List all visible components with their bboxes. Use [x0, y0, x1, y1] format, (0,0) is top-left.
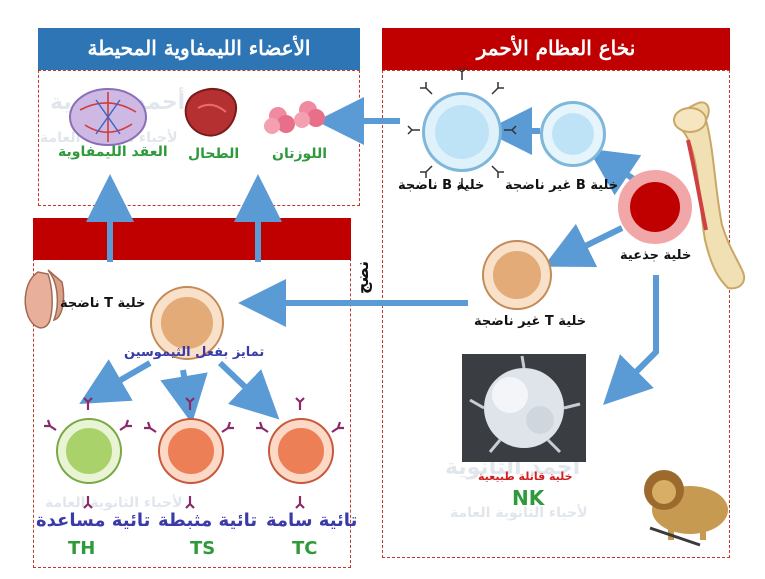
helper-t-cell — [58, 420, 120, 482]
suppressor-t-abbr: TS — [190, 538, 216, 559]
nk-abbr: NK — [512, 486, 545, 510]
peripheral-organs-header: الأعضاء الليمفاوية المحيطة — [38, 28, 360, 70]
nk-label: خلية قاتلة طبيعية — [478, 470, 573, 483]
bone-icon — [673, 101, 746, 290]
arrow-to-ts — [160, 369, 208, 424]
immature-b-label: خلية B غير ناضجة — [505, 178, 619, 193]
thymus-header-bar — [33, 218, 351, 260]
lymph-nodes-icon — [69, 88, 147, 146]
helper-t-label: تائية مساعدة — [36, 510, 151, 531]
nk-cell-image — [462, 354, 586, 462]
mature-t-cell — [152, 288, 222, 358]
arrow-stem-to-t — [543, 223, 624, 267]
cytotoxic-t-label: تائية سامة — [266, 510, 358, 531]
suppressor-t-label: تائية مثبطة — [158, 510, 258, 531]
cytotoxic-t-cell — [270, 420, 332, 482]
b-cell-receptors — [407, 67, 517, 191]
t-cell-receptors — [44, 397, 344, 509]
immature-t-label: خلية T غير ناضجة — [474, 314, 587, 329]
lion-icon — [644, 470, 728, 547]
spleen-icon — [184, 87, 238, 137]
cytotoxic-t-abbr: TC — [292, 538, 318, 559]
tonsils-label: اللوزتان — [272, 146, 328, 162]
suppressor-t-cell — [160, 420, 222, 482]
thymus-icon — [24, 269, 65, 329]
tonsils-icon — [264, 101, 325, 134]
thymosin-label: تمايز بفعل الثيموسين — [124, 345, 265, 360]
stem-cell-label: خلية جذعية — [620, 248, 692, 263]
mature-b-cell — [422, 92, 502, 172]
bone-marrow-header: نخاع العظام الأحمر — [382, 28, 730, 70]
spleen-label: الطحال — [188, 146, 240, 162]
mature-b-label: خلية B ناضجة — [398, 178, 485, 193]
maturation-label: نضج — [353, 260, 373, 295]
bone-marrow-panel — [382, 70, 730, 558]
arrow-stem-to-nk — [603, 275, 659, 405]
immature-b-cell — [540, 101, 606, 167]
stem-cell — [618, 170, 692, 244]
mature-t-label: خلية T ناضجة — [60, 296, 146, 311]
immature-t-cell — [484, 242, 550, 308]
lymph-nodes-label: العقد الليمفاوية — [58, 144, 168, 160]
arrow-to-th — [79, 359, 152, 405]
helper-t-abbr: TH — [68, 538, 96, 559]
arrow-to-tc — [217, 360, 280, 420]
